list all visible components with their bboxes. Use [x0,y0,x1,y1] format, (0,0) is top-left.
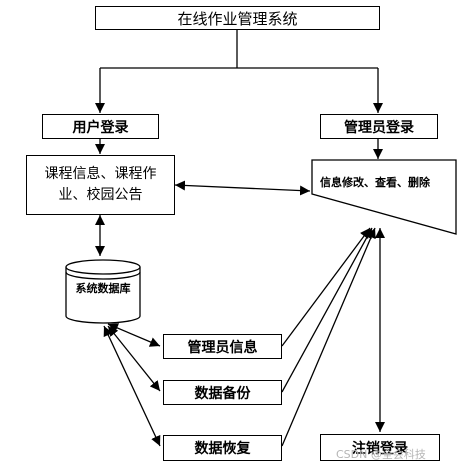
admin-info-label: 管理员信息 [187,339,258,356]
admin-functions-label: 信息修改、查看、删除 [320,176,430,189]
admin-functions-shape [311,159,457,235]
admin-info-box: 管理员信息 [163,334,282,359]
database-operation-arrows [103,323,161,447]
title-branch-lines [95,30,383,113]
arrow-user-admin-functions [174,180,311,196]
logout-label: 注销登录 [352,440,408,457]
user-login-box: 用户登录 [42,114,159,139]
admin-functions-text-area: 信息修改、查看、删除 [320,174,448,192]
database-label: 系统数据库 [75,282,131,295]
operation-to-admin-arrows [281,227,376,447]
data-restore-box: 数据恢复 [163,435,282,461]
system-title: 在线作业管理系统 [177,9,298,28]
system-title-box: 在线作业管理系统 [95,6,380,30]
admin-login-label: 管理员登录 [344,119,414,136]
admin-login-box: 管理员登录 [320,114,438,139]
user-functions-box: 课程信息、课程作业、校园公告 [26,155,175,215]
logout-box: 注销登录 [320,434,440,461]
data-backup-box: 数据备份 [163,380,282,405]
data-restore-label: 数据恢复 [194,441,251,457]
user-login-label: 用户登录 [72,119,129,136]
database-label-area: 系统数据库 [70,280,136,297]
data-backup-label: 数据备份 [194,385,251,402]
watermark: CSDN @全会科技 [336,448,426,461]
user-functions-label: 课程信息、课程作业、校园公告 [44,166,157,203]
database-cylinder [65,259,141,324]
